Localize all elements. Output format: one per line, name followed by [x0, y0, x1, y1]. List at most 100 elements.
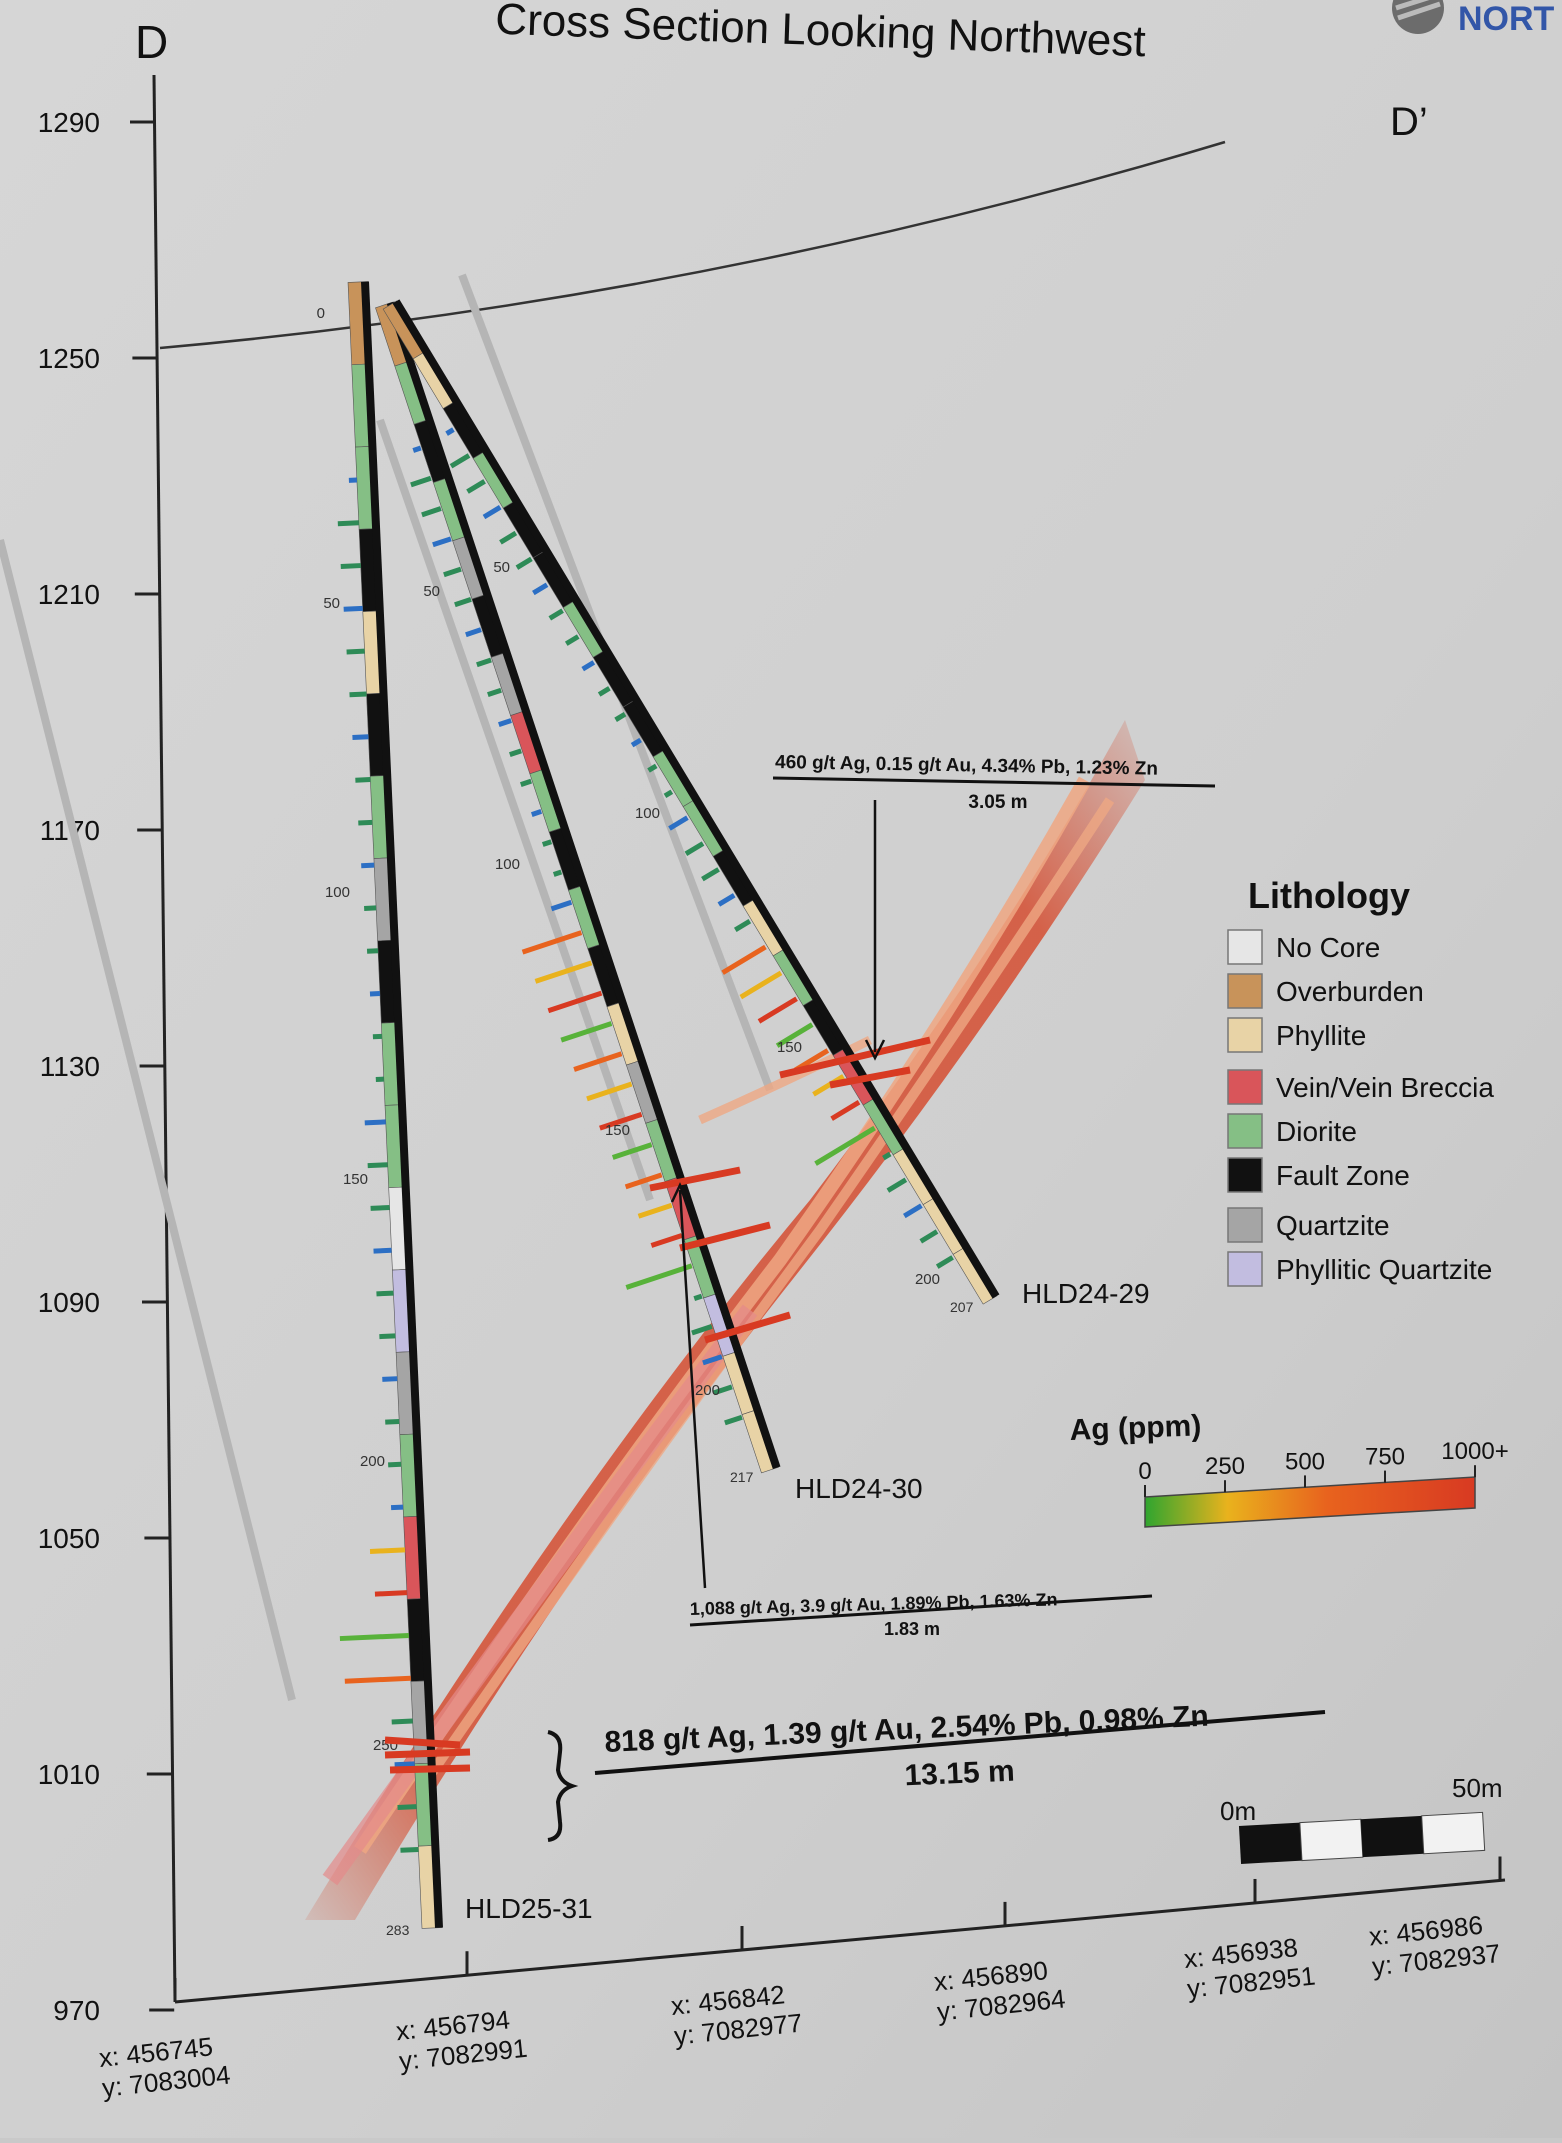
elevation-tick-label: 1090: [38, 1287, 100, 1318]
assay-bar: [398, 1807, 417, 1808]
depth-mark: 200: [695, 1382, 720, 1399]
legend-label: Phyllitic Quartzite: [1276, 1254, 1492, 1285]
assay-bar: [374, 1250, 392, 1251]
depth-mark: 200: [360, 1453, 385, 1470]
legend-item: No Core: [1228, 930, 1380, 964]
depth-mark: 150: [605, 1122, 630, 1139]
legend-item: Diorite: [1228, 1114, 1357, 1148]
ag-scale-tick-label: 750: [1365, 1444, 1405, 1471]
assay-bar: [344, 608, 363, 609]
depth-mark: 100: [495, 856, 520, 873]
assay-bar: [338, 523, 359, 524]
intercept-1-width: 3.05 m: [968, 792, 1027, 813]
end-depth-label: 283: [386, 1922, 410, 1938]
assay-bar: [413, 448, 421, 451]
depth-mark: 50: [423, 583, 440, 600]
assay-bar: [532, 811, 541, 814]
legend-swatch: [1228, 1070, 1262, 1104]
assay-bar: [392, 1721, 413, 1722]
legend-swatch: [1228, 1158, 1262, 1192]
assay-bar: [391, 1507, 403, 1508]
legend-swatch: [1228, 1208, 1262, 1242]
assay-bar: [388, 1464, 401, 1465]
end-depth-label: 207: [950, 1299, 974, 1315]
legend-swatch: [1228, 930, 1262, 964]
vein-crosscut: [385, 1752, 470, 1755]
logo-text: NORT: [1458, 0, 1555, 38]
legend-label: No Core: [1276, 932, 1380, 963]
elevation-tick-label: 1210: [38, 579, 100, 610]
scale-end-label: 50m: [1452, 1773, 1503, 1803]
elevation-tick-label: 1050: [38, 1523, 100, 1554]
ag-scale-tick-label: 500: [1285, 1448, 1325, 1475]
assay-bar: [665, 792, 672, 796]
assay-bar: [340, 1635, 409, 1638]
section-start-label: D: [135, 16, 168, 68]
assay-bar: [355, 780, 370, 781]
section-end-label: D’: [1390, 100, 1428, 144]
intercept-3-width: 13.15 m: [904, 1755, 1015, 1793]
depth-mark: 150: [777, 1039, 802, 1056]
ag-scale-tick-label: 1000+: [1441, 1438, 1508, 1465]
legend-item: Fault Zone: [1228, 1158, 1410, 1192]
legend-swatch: [1228, 1114, 1262, 1148]
assay-bar: [358, 822, 372, 823]
assay-bar: [361, 865, 374, 866]
assay-bar: [395, 1764, 415, 1765]
hole-name-label: HLD25-31: [465, 1893, 593, 1924]
elevation-tick-label: 1250: [38, 343, 100, 374]
assay-bar: [368, 1165, 388, 1166]
assay-bar: [376, 1293, 393, 1294]
assay-bar: [370, 1550, 405, 1552]
assay-bar: [364, 908, 376, 909]
hole-name-label: HLD24-30: [795, 1473, 923, 1504]
assay-bar: [447, 430, 454, 434]
ag-scale-tick-label: 250: [1205, 1453, 1245, 1480]
depth-mark: 100: [635, 805, 660, 822]
assay-bar: [379, 1336, 395, 1337]
elevation-tick-label: 970: [53, 1995, 100, 2026]
scale-start-label: 0m: [1220, 1796, 1256, 1826]
elevation-tick-label: 1010: [38, 1759, 100, 1790]
legend-item: Phyllite: [1228, 1018, 1366, 1052]
legend-swatch: [1228, 1252, 1262, 1286]
depth-mark: 0: [317, 305, 325, 322]
assay-bar: [371, 1208, 390, 1209]
assay-bar: [382, 1379, 397, 1380]
elevation-tick-label: 1130: [40, 1051, 100, 1082]
assay-bar: [365, 1122, 386, 1123]
depth-mark: 100: [325, 884, 350, 901]
legend-label: Quartzite: [1276, 1210, 1390, 1241]
legend-swatch: [1228, 1018, 1262, 1052]
assay-bar: [543, 842, 552, 845]
end-depth-label: 217: [730, 1469, 754, 1485]
vein-crosscut: [385, 1740, 460, 1745]
depth-mark: 50: [493, 559, 510, 576]
intercept-2-width: 1.83 m: [884, 1619, 940, 1639]
vein-crosscut: [390, 1768, 470, 1770]
ag-scale-tick-label: 0: [1138, 1458, 1151, 1485]
depth-mark: 50: [323, 595, 340, 612]
assay-bar: [554, 872, 562, 875]
elevation-tick-label: 1290: [38, 107, 100, 138]
legend-label: Phyllite: [1276, 1020, 1366, 1051]
assay-bar: [375, 1593, 407, 1594]
legend-item: Overburden: [1228, 974, 1424, 1008]
assay-bar: [347, 651, 365, 652]
assay-bar: [345, 1678, 411, 1681]
assay-bar: [521, 781, 531, 784]
legend-title: Lithology: [1248, 875, 1410, 916]
hole-name-label: HLD24-29: [1022, 1278, 1150, 1309]
depth-mark: 200: [915, 1271, 940, 1288]
legend-label: Vein/Vein Breccia: [1276, 1072, 1494, 1103]
assay-bar: [341, 566, 361, 567]
assay-bar: [352, 737, 368, 738]
ag-scale-title: Ag (ppm): [1069, 1409, 1202, 1447]
company-logo: NORT: [1392, 0, 1555, 38]
legend-label: Fault Zone: [1276, 1160, 1410, 1191]
assay-bar: [350, 694, 367, 695]
assay-bar: [883, 1154, 890, 1158]
legend-item: Quartzite: [1228, 1208, 1390, 1242]
